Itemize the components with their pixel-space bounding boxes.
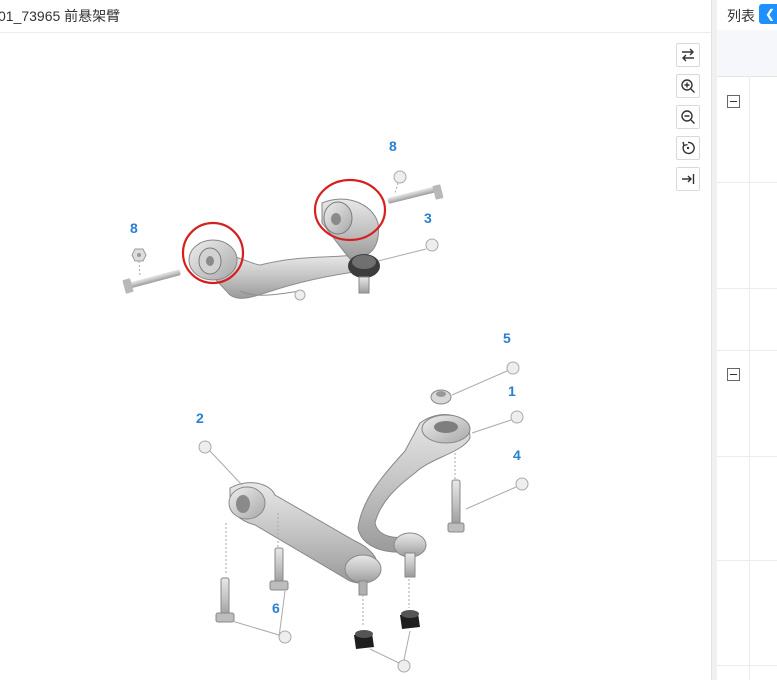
diagram-toolbar (676, 43, 702, 198)
list-row-divider (717, 288, 777, 289)
callout-6: 6 (272, 600, 280, 616)
bolt-left-upper (122, 269, 181, 294)
callout-8-upper-right: 8 (389, 138, 397, 154)
list-row-divider (717, 350, 777, 351)
list-row-divider (717, 665, 777, 666)
collapse-panel-button[interactable] (676, 167, 700, 191)
collapse-panel-icon (682, 174, 695, 184)
title-bar: 01_73965 前悬架臂 (0, 0, 711, 33)
collapse-row-button[interactable] (727, 368, 740, 381)
bolt-six-a (215, 577, 235, 623)
page-title: 01_73965 前悬架臂 (0, 8, 121, 24)
zoom-out-button[interactable] (676, 105, 700, 129)
diagram-pane: 01_73965 前悬架臂 (0, 0, 711, 680)
list-pane: 列表 ❮ (717, 0, 777, 680)
list-row-divider (717, 182, 777, 183)
list-row-divider (717, 456, 777, 457)
zoom-out-icon (681, 110, 695, 124)
collapse-row-button[interactable] (727, 95, 740, 108)
callout-8-upper-left: 8 (130, 220, 138, 236)
callout-2: 2 (196, 410, 204, 426)
nut-top (430, 389, 452, 405)
list-header: 列表 ❮ (717, 0, 777, 31)
callout-4: 4 (513, 447, 521, 463)
callout-5: 5 (503, 330, 511, 346)
parts-diagram[interactable]: 8 3 8 5 1 2 4 6 (0, 33, 711, 680)
swap-button[interactable] (676, 43, 700, 67)
lower-control-arms (198, 361, 529, 673)
upper-control-arm (122, 170, 444, 301)
bolt-right-upper (387, 184, 444, 204)
bolt-four (447, 479, 465, 533)
swap-icon (682, 48, 694, 62)
highlight-circle-right (313, 178, 387, 242)
rotate-icon (682, 141, 695, 155)
rubber-nut-left (354, 630, 374, 649)
list-column-divider (749, 76, 750, 680)
bolt-six-b (269, 547, 289, 591)
list-toggle-button[interactable]: ❮ (759, 4, 777, 24)
list-column-header (717, 30, 777, 77)
nut-left-upper (131, 248, 147, 262)
rubber-nut-right (400, 610, 420, 629)
chevron-left-icon: ❮ (764, 7, 776, 21)
rotate-button[interactable] (676, 136, 700, 160)
zoom-in-icon (681, 79, 695, 93)
highlight-circle-left (181, 221, 245, 285)
callout-3: 3 (424, 210, 432, 226)
pane-splitter[interactable] (711, 0, 718, 680)
list-title: 列表 (727, 8, 755, 24)
list-row-divider (717, 560, 777, 561)
callout-1: 1 (508, 383, 516, 399)
zoom-in-button[interactable] (676, 74, 700, 98)
